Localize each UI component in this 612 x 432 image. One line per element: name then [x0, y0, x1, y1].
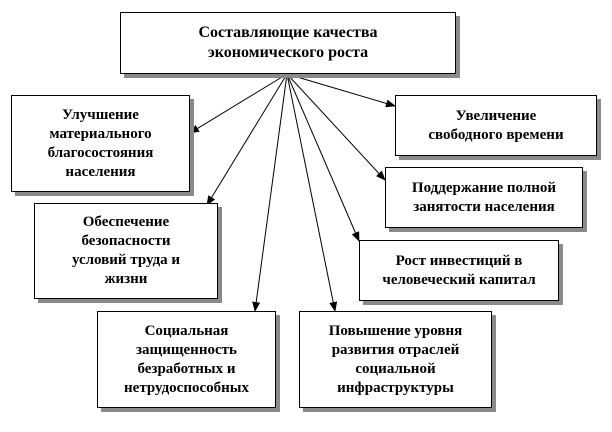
node-human-capital: Рост инвестиций в человеческий капитал: [359, 240, 559, 301]
node-social-infrastructure: Повышение уровня развития отраслей социа…: [299, 311, 492, 408]
node-labor-safety-label: Обеспечение безопасности условий труда и…: [71, 214, 181, 287]
arrow-to-material-wellbeing: [189, 73, 288, 134]
root-node: Составляющие качества экономического рос…: [120, 12, 456, 74]
node-social-protection-label: Социальная защищенность безработных и не…: [124, 322, 249, 396]
node-free-time-label: Увеличение свободного времени: [428, 107, 564, 143]
arrow-to-labor-safety: [206, 73, 288, 206]
node-labor-safety: Обеспечение безопасности условий труда и…: [34, 203, 218, 299]
arrow-to-social-protection: [252, 73, 288, 312]
node-free-time: Увеличение свободного времени: [395, 95, 597, 156]
node-full-employment: Поддержание полной занятости населения: [385, 167, 583, 228]
arrow-to-full-employment: [286, 73, 386, 181]
root-node-label: Составляющие качества экономического рос…: [198, 24, 378, 61]
arrow-to-human-capital: [286, 73, 360, 242]
node-full-employment-label: Поддержание полной занятости населения: [411, 179, 557, 215]
node-social-infrastructure-label: Повышение уровня развития отраслей социа…: [328, 322, 463, 396]
arrow-to-social-infrastructure: [286, 73, 338, 312]
node-social-protection: Социальная защищенность безработных и не…: [97, 311, 276, 408]
arrow-to-free-time: [286, 73, 396, 108]
node-human-capital-label: Рост инвестиций в человеческий капитал: [382, 252, 536, 288]
node-material-wellbeing-label: Улучшение материального благосостояния н…: [47, 106, 154, 180]
node-material-wellbeing: Улучшение материального благосостояния н…: [11, 95, 190, 192]
